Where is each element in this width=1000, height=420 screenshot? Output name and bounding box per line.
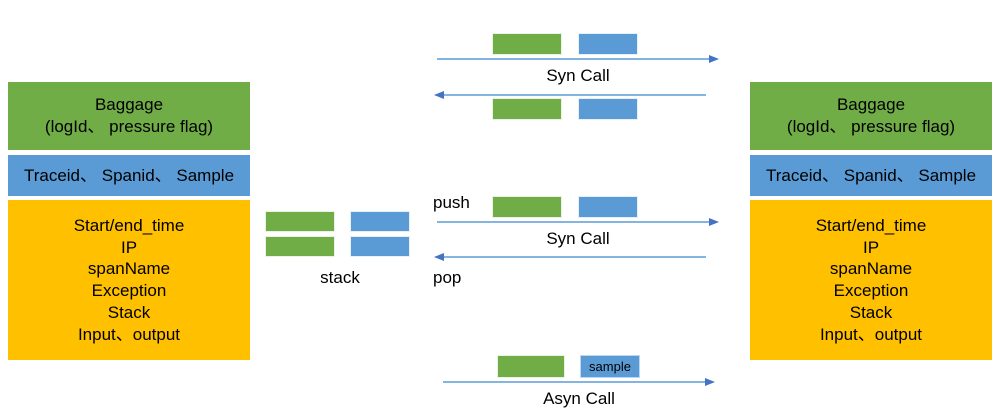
stack-frame-green-1 bbox=[265, 211, 335, 232]
syn-call-top-response-bar-blue bbox=[578, 98, 638, 120]
syn-call-middle-label: Syn Call bbox=[546, 229, 610, 248]
syn-call-top-label: Syn Call bbox=[546, 66, 610, 85]
right-ids-text: Traceid、 Spanid、 Sample bbox=[765, 165, 977, 185]
asyn-call-label: Asyn Call bbox=[543, 389, 615, 408]
left-span-fields-box: Start/end_time IP spanName Exception Sta… bbox=[8, 200, 250, 360]
right-span-fields-text: Start/end_time IP spanName Exception Sta… bbox=[815, 215, 927, 344]
right-baggage-box: Baggage (logId、 pressure flag) bbox=[750, 82, 992, 150]
syn-call-middle-request-bar-blue bbox=[578, 196, 638, 218]
pop-label: pop bbox=[433, 268, 462, 287]
asyn-call-request-bar-green bbox=[497, 355, 565, 378]
syn-call-top-request-bar-blue bbox=[578, 33, 638, 55]
syn-call-top-response-arrow bbox=[434, 88, 706, 102]
left-ids-box: Traceid、 Spanid、 Sample bbox=[8, 155, 250, 196]
syn-call-middle-response-arrow bbox=[434, 250, 706, 264]
stack-frame-blue-1 bbox=[350, 211, 410, 232]
syn-call-top-request-bar-green bbox=[492, 33, 562, 55]
asyn-call-sample-badge: sample bbox=[580, 355, 640, 378]
syn-call-middle-request-bar-green bbox=[492, 196, 562, 218]
syn-call-middle-request-arrow bbox=[437, 215, 719, 229]
left-ids-text: Traceid、 Spanid、 Sample bbox=[23, 165, 235, 185]
right-span-fields-box: Start/end_time IP spanName Exception Sta… bbox=[750, 200, 992, 360]
left-baggage-box: Baggage (logId、 pressure flag) bbox=[8, 82, 250, 150]
syn-call-top-response-bar-green bbox=[492, 98, 562, 120]
left-baggage-text: Baggage (logId、 pressure flag) bbox=[44, 95, 214, 136]
asyn-call-arrow bbox=[443, 375, 715, 389]
left-span-fields-text: Start/end_time IP spanName Exception Sta… bbox=[73, 215, 185, 344]
stack-frame-blue-2 bbox=[350, 236, 410, 257]
push-label: push bbox=[433, 193, 470, 212]
stack-label: stack bbox=[320, 268, 360, 287]
stack-frame-green-2 bbox=[265, 236, 335, 257]
right-ids-box: Traceid、 Spanid、 Sample bbox=[750, 155, 992, 196]
right-baggage-text: Baggage (logId、 pressure flag) bbox=[786, 95, 956, 136]
syn-call-top-request-arrow bbox=[437, 52, 719, 66]
